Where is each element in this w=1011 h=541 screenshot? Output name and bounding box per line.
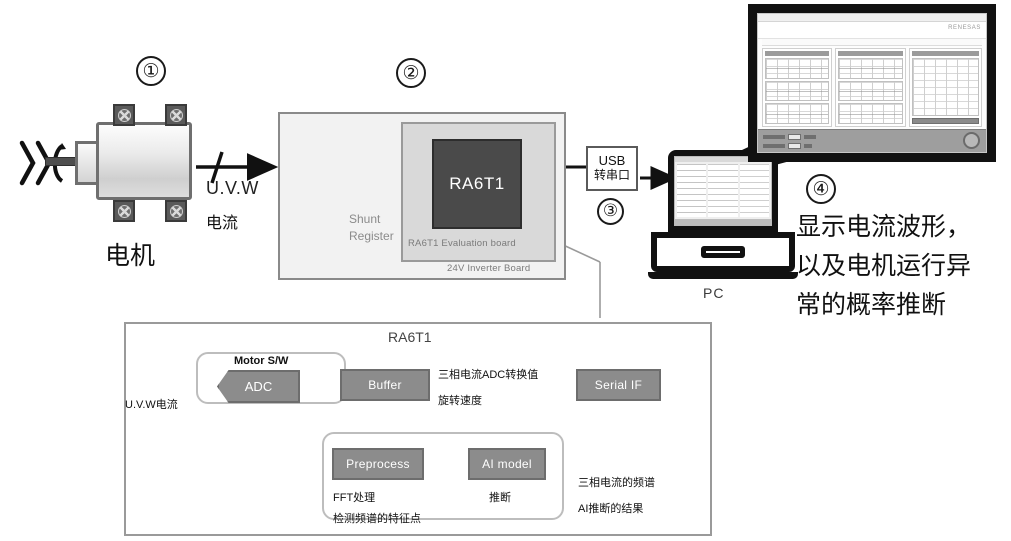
block-diagram-title: RA6T1	[388, 329, 432, 345]
probability-plot	[911, 58, 979, 116]
column-header	[765, 51, 830, 56]
app-control-bar	[758, 129, 986, 152]
description-text: 显示电流波形， 以及电机运行异 常的概率推断	[796, 208, 971, 324]
monitor-frame: RENESAS	[748, 4, 996, 162]
laptop-foot	[648, 272, 798, 279]
column-header	[911, 51, 979, 56]
control-input[interactable]	[788, 142, 801, 149]
buffer-block: Buffer	[340, 369, 430, 401]
renesas-logo: RENESAS	[948, 25, 981, 31]
shunt-label-line1: Shunt	[349, 212, 381, 226]
laptop-base	[651, 232, 795, 272]
motor-sw-label: Motor S/W	[234, 355, 289, 367]
waveform-plot	[765, 80, 830, 102]
description-line-2: 以及电机运行异	[796, 250, 972, 280]
motor-mount-bolt	[165, 200, 187, 222]
inverter-board-caption: 24V Inverter Board	[447, 263, 531, 274]
fft-label-line1: FFT处理	[333, 492, 376, 504]
fft-label-line2: 检测频谱的特征点	[333, 513, 421, 525]
app-titlebar	[758, 14, 986, 22]
step-number-2: ②	[396, 58, 426, 88]
serial-if-block: Serial IF	[576, 369, 661, 401]
progress-bar	[911, 118, 979, 124]
rotation-speed-label: 旋转速度	[438, 395, 482, 407]
eval-board-caption: RA6T1 Evaluation board	[408, 238, 516, 249]
step-number-3: ③	[597, 198, 624, 225]
app-tabbar[interactable]	[762, 39, 982, 46]
preprocess-block: Preprocess	[332, 448, 424, 480]
laptop-screen	[674, 156, 772, 226]
spectrum-plot	[838, 80, 903, 102]
adc-value-label: 三相电流ADC转换值	[438, 369, 539, 381]
current-text: 电流	[206, 213, 239, 232]
control-label	[763, 143, 785, 148]
column-header	[838, 51, 903, 56]
motor-mount-bolt	[165, 104, 187, 126]
motor-mount-bolt	[113, 104, 135, 126]
bd-input-label: U.V.W电流	[125, 399, 178, 411]
spectrum-plot	[838, 103, 903, 125]
shunt-register-label: Shunt Register	[349, 212, 394, 243]
chart-column-3	[908, 48, 982, 127]
ra6t1-chip: RA6T1	[432, 139, 522, 229]
motor-caption: 电机	[105, 241, 156, 270]
laptop-lid	[668, 150, 778, 232]
control-input[interactable]	[788, 133, 801, 140]
chart-column-2	[835, 48, 906, 127]
output-label-line2: AI推断的结果	[578, 503, 644, 515]
waveform-plot	[765, 58, 830, 79]
waveform-plot	[765, 103, 830, 125]
app-brandbar: RENESAS	[758, 22, 986, 39]
step-number-4: ④	[806, 174, 836, 204]
inference-label: 推断	[489, 492, 511, 504]
motor-mount-bolt	[113, 200, 135, 222]
control-label	[804, 143, 812, 148]
charts-area	[758, 46, 986, 129]
spectrum-plot	[838, 58, 903, 79]
motor-body	[96, 122, 192, 200]
usb-converter-box: USB 转串口	[586, 146, 638, 191]
description-line-1: 显示电流波形，	[796, 212, 972, 241]
uvw-text: U.V.W	[206, 178, 259, 198]
gui-application-window: RENESAS	[757, 13, 987, 153]
control-label	[804, 134, 816, 139]
ai-model-block: AI model	[468, 448, 546, 480]
shunt-label-line2: Register	[349, 229, 394, 243]
description-line-3: 常的概率推断	[796, 289, 947, 319]
usb-label-line1: USB	[598, 153, 626, 169]
pc-laptop	[648, 150, 798, 279]
adc-block: ADC	[217, 370, 300, 403]
step-number-1: ①	[136, 56, 166, 86]
status-gauge	[963, 132, 980, 149]
motor-output-label: U.V.W 电流	[206, 178, 259, 233]
control-label	[763, 134, 785, 139]
chart-column-1	[762, 48, 833, 127]
pc-caption: PC	[703, 285, 725, 301]
laptop-touchpad	[701, 246, 745, 258]
output-label-line1: 三相电流的频谱	[578, 477, 655, 489]
usb-label-line2: 转串口	[593, 168, 630, 183]
